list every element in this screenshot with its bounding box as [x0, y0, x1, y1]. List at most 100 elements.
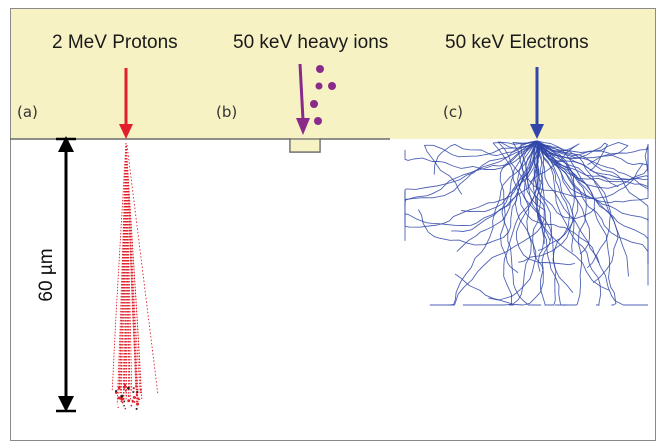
proton-range-end-point — [135, 393, 138, 396]
electron-track — [536, 140, 649, 186]
proton-tracks — [111, 142, 159, 410]
electron-track — [536, 140, 644, 199]
sputtered-atoms — [310, 65, 336, 125]
proton-range-end-point — [132, 386, 135, 390]
proton-range-end-point — [133, 400, 136, 403]
proton-range-end-point — [121, 397, 124, 401]
electron-track — [536, 140, 648, 306]
electron-track — [454, 140, 544, 306]
proton-track — [125, 142, 138, 401]
sputtered-atom — [310, 100, 318, 108]
electron-beam-title: 50 keV Electrons — [445, 32, 589, 53]
electron-track — [529, 140, 619, 188]
electron-tracks — [404, 140, 649, 306]
proton-range-end-point — [123, 400, 126, 403]
electron-track — [518, 140, 574, 263]
proton-range-end-point — [127, 395, 130, 398]
electron-track — [517, 140, 557, 306]
proton-range-end-point — [123, 384, 127, 387]
proton-range-end-point — [130, 404, 133, 407]
proton-range-end-point — [124, 407, 127, 410]
electron-track — [497, 140, 546, 211]
electron-track — [536, 140, 591, 255]
proton-track — [123, 142, 127, 394]
proton-range-end-point — [120, 400, 123, 403]
panel-label-b: (b) — [216, 103, 237, 121]
proton-range-end-point — [125, 386, 127, 389]
proton-range-end-point — [117, 396, 121, 400]
electron-track — [536, 140, 649, 222]
proton-range-end-point — [117, 386, 121, 390]
proton-range-end-point — [135, 407, 138, 410]
electron-track — [503, 140, 539, 306]
sputtered-atom — [328, 82, 336, 90]
proton-range-end-point — [115, 390, 118, 393]
electron-track — [536, 141, 545, 272]
electron-track — [536, 140, 602, 306]
electron-beam-arrow — [530, 67, 544, 139]
proton-range-end-point — [136, 402, 139, 406]
electron-track — [520, 140, 567, 306]
electron-track — [417, 140, 538, 246]
proton-range-end-point — [117, 406, 119, 409]
proton-range-end-point — [131, 400, 134, 403]
electron-track — [433, 140, 538, 175]
electron-track — [404, 140, 538, 226]
sputter-crater — [289, 138, 321, 153]
depth-scale-bar — [56, 136, 76, 413]
electron-track — [536, 140, 617, 306]
proton-track — [125, 142, 128, 397]
panel-label-c: (c) — [443, 103, 463, 121]
electron-track — [536, 140, 608, 172]
proton-range-end-point — [122, 385, 126, 389]
electron-track — [404, 140, 538, 228]
proton-range-end-point — [126, 386, 130, 390]
electron-track — [456, 140, 538, 252]
heavy-ion-beam-title: 50 keV heavy ions — [233, 32, 388, 53]
electron-track — [499, 140, 538, 274]
proton-track — [125, 142, 139, 395]
proton-track — [124, 142, 127, 390]
electron-track — [424, 140, 538, 195]
proton-range-end-point — [133, 396, 137, 399]
proton-beam-title: 2 MeV Protons — [52, 32, 178, 53]
proton-range-end-point — [136, 390, 139, 393]
sputtered-atom — [314, 117, 322, 125]
proton-range-end-point — [127, 399, 131, 403]
electron-track — [536, 140, 649, 264]
proton-range-end-point — [121, 401, 124, 404]
proton-range-end-point — [133, 390, 135, 393]
sputtered-atom — [315, 82, 323, 90]
electron-track — [404, 140, 538, 221]
electron-track — [512, 140, 547, 245]
vacuum-band — [10, 8, 656, 139]
electron-track — [404, 140, 538, 170]
electron-track — [536, 140, 619, 284]
electron-track — [488, 140, 545, 301]
proton-range-end-point — [124, 390, 127, 392]
electron-track — [492, 140, 600, 264]
electron-track — [532, 140, 551, 241]
electron-track — [532, 140, 553, 306]
electron-track — [461, 140, 538, 213]
proton-range-end-point — [123, 404, 125, 407]
electron-track — [429, 140, 538, 306]
proton-beam-arrow — [119, 68, 133, 139]
electron-track — [501, 140, 542, 306]
electron-track — [536, 140, 612, 269]
depth-scale-label: 60 µm — [36, 248, 57, 301]
proton-range-end-point — [137, 397, 140, 400]
electron-track — [448, 140, 545, 306]
proton-range-end-point — [114, 391, 118, 394]
proton-range-end-point — [120, 394, 124, 398]
proton-range-end-point — [139, 388, 142, 391]
proton-track — [119, 142, 127, 388]
sputtered-atom — [316, 65, 324, 73]
proton-range-end-point — [136, 400, 138, 403]
panel-label-a: (a) — [17, 103, 38, 121]
proton-track — [111, 142, 127, 392]
electron-track — [451, 140, 539, 232]
heavy-ion-beam-arrow — [296, 63, 310, 135]
proton-range-end-point — [135, 384, 137, 387]
